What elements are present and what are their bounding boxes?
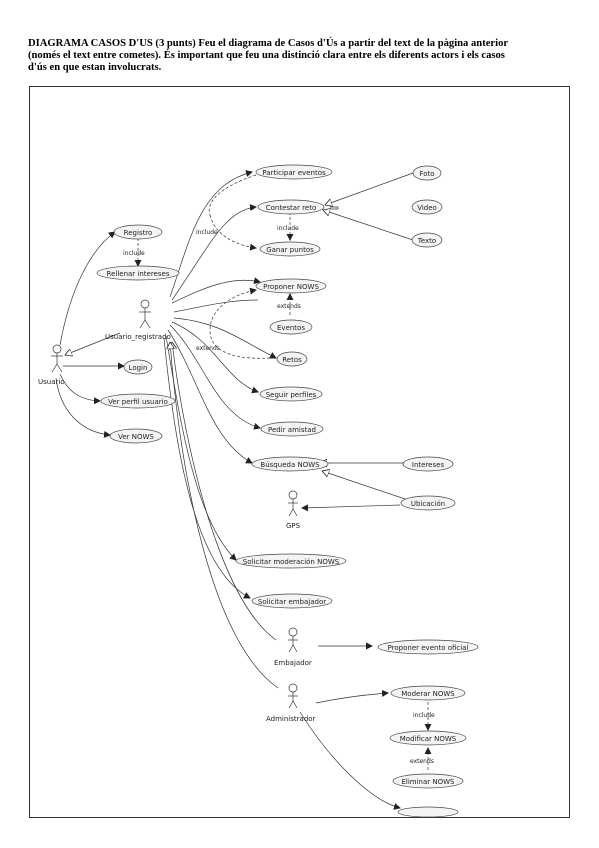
relation-extends-retos: extends (196, 345, 220, 352)
usecase-seguir-label: Seguir perfiles (266, 391, 317, 399)
usecase-intereses (402, 456, 454, 472)
usecase-eliminar-nows (392, 773, 464, 789)
relation-include-registro: include (123, 250, 145, 257)
usecase-partial (397, 806, 459, 818)
usecase-retos (276, 351, 308, 367)
usecase-modificar-label: Modificar NOWS (400, 735, 457, 743)
usecase-registro-label: Registro (124, 229, 153, 237)
usecase-eliminar-label: Eliminar NOWS (401, 778, 455, 786)
usecase-texto-label: Texto (417, 237, 436, 245)
assoc-usuario-registro (59, 231, 116, 346)
usecase-busqueda-label: Búsqueda NOWS (260, 461, 320, 469)
usecase-eventos-label: Eventos (277, 324, 305, 332)
relation-include-participar: include (196, 229, 218, 236)
usecase-embajador-label: Solicitar embajador (258, 598, 326, 606)
usecase-proponer-evento-oficial (377, 639, 479, 655)
usecase-ver-nows-label: Ver NOWS (118, 433, 154, 441)
usecase-ver-perfil-usuario (100, 393, 176, 409)
usecase-eventos (269, 319, 313, 335)
usecase-seguir-perfiles (259, 386, 323, 402)
usecase-ubicacion-label: Ubicación (411, 500, 445, 508)
usecase-pedir-amistad (260, 421, 324, 437)
usecase-ganar-label: Ganar puntos (266, 246, 314, 254)
usecase-solicitar-embajador (251, 593, 333, 609)
usecase-moderar-nows (390, 685, 466, 701)
usecase-rellenar-label: Rellenar intereses (107, 270, 170, 278)
usecase-foto (412, 165, 442, 181)
actor-administrador-figure (288, 683, 298, 709)
usecase-modificar-nows (389, 730, 467, 746)
assoc-usuario-verperfil (59, 373, 101, 405)
usecase-participar-label: Participar eventos (262, 169, 326, 177)
usecase-foto-label: Foto (419, 170, 434, 178)
actor-embajador-label: Embajador (274, 659, 312, 667)
relation-extends-eliminar: extends (410, 758, 434, 765)
actor-usuario-figure (51, 344, 63, 373)
actor-usuario-label: Usuario (38, 378, 65, 386)
header-line-1: DIAGRAMA CASOS D'US (3 punts) Feu el dia… (28, 38, 509, 49)
header-line-3: d'ús en que estan involucrats. (28, 62, 162, 73)
actor-registrado-label: Usuario_registrado (105, 333, 171, 341)
usecase-solicitar-moderacion (235, 553, 347, 569)
usecase-evento-oficial-label: Proponer evento oficial (388, 644, 469, 652)
actor-registrado-figure (139, 299, 151, 329)
usecase-texto (411, 232, 443, 248)
usecase-proponer-label: Proponer NOWS (263, 283, 319, 291)
relation-extends-eventos: extends (277, 303, 301, 310)
usecase-participar-eventos (255, 164, 333, 180)
header-line-2: (només el text entre cometes). És import… (28, 50, 505, 61)
usecase-intereses-label: Intereses (412, 461, 445, 469)
assoc-usuario-vernows (55, 377, 111, 438)
actor-gps-figure (288, 490, 298, 517)
actor-administrador-label: Administrador (266, 715, 316, 723)
relation-include-contestar: include (277, 225, 299, 232)
usecase-proponer-nows (255, 278, 327, 294)
usecase-login (123, 359, 153, 375)
usecase-ver-nows (109, 428, 163, 444)
usecase-ubicacion (400, 495, 456, 511)
actor-embajador-figure (288, 627, 298, 653)
usecase-video (411, 199, 443, 215)
usecase-moderar-label: Moderar NOWS (401, 690, 455, 698)
usecase-registro (113, 224, 163, 240)
usecase-moderacion-label: Solicitar moderación NOWS (243, 558, 340, 566)
usecase-rellenar-intereses (96, 265, 180, 281)
usecase-busqueda-nows (251, 456, 329, 472)
usecase-ver-perfil-label: Ver perfil usuario (108, 398, 168, 406)
generalization-registrado-usuario (65, 332, 121, 355)
usecase-pedir-label: Pedir amistad (268, 426, 316, 434)
usecase-contestar-label: Contestar reto (266, 204, 317, 212)
usecase-video-label: Video (417, 204, 437, 212)
assignment-header: DIAGRAMA CASOS D'US (3 punts) Feu el dia… (28, 38, 576, 74)
usecase-ganar-puntos (259, 241, 321, 257)
relation-include-moderar: include (413, 712, 435, 719)
usecase-retos-label: Retos (282, 356, 302, 364)
usecase-login-label: Login (129, 364, 148, 372)
actor-gps-label: GPS (286, 522, 301, 530)
usecase-contestar-reto (257, 199, 325, 215)
